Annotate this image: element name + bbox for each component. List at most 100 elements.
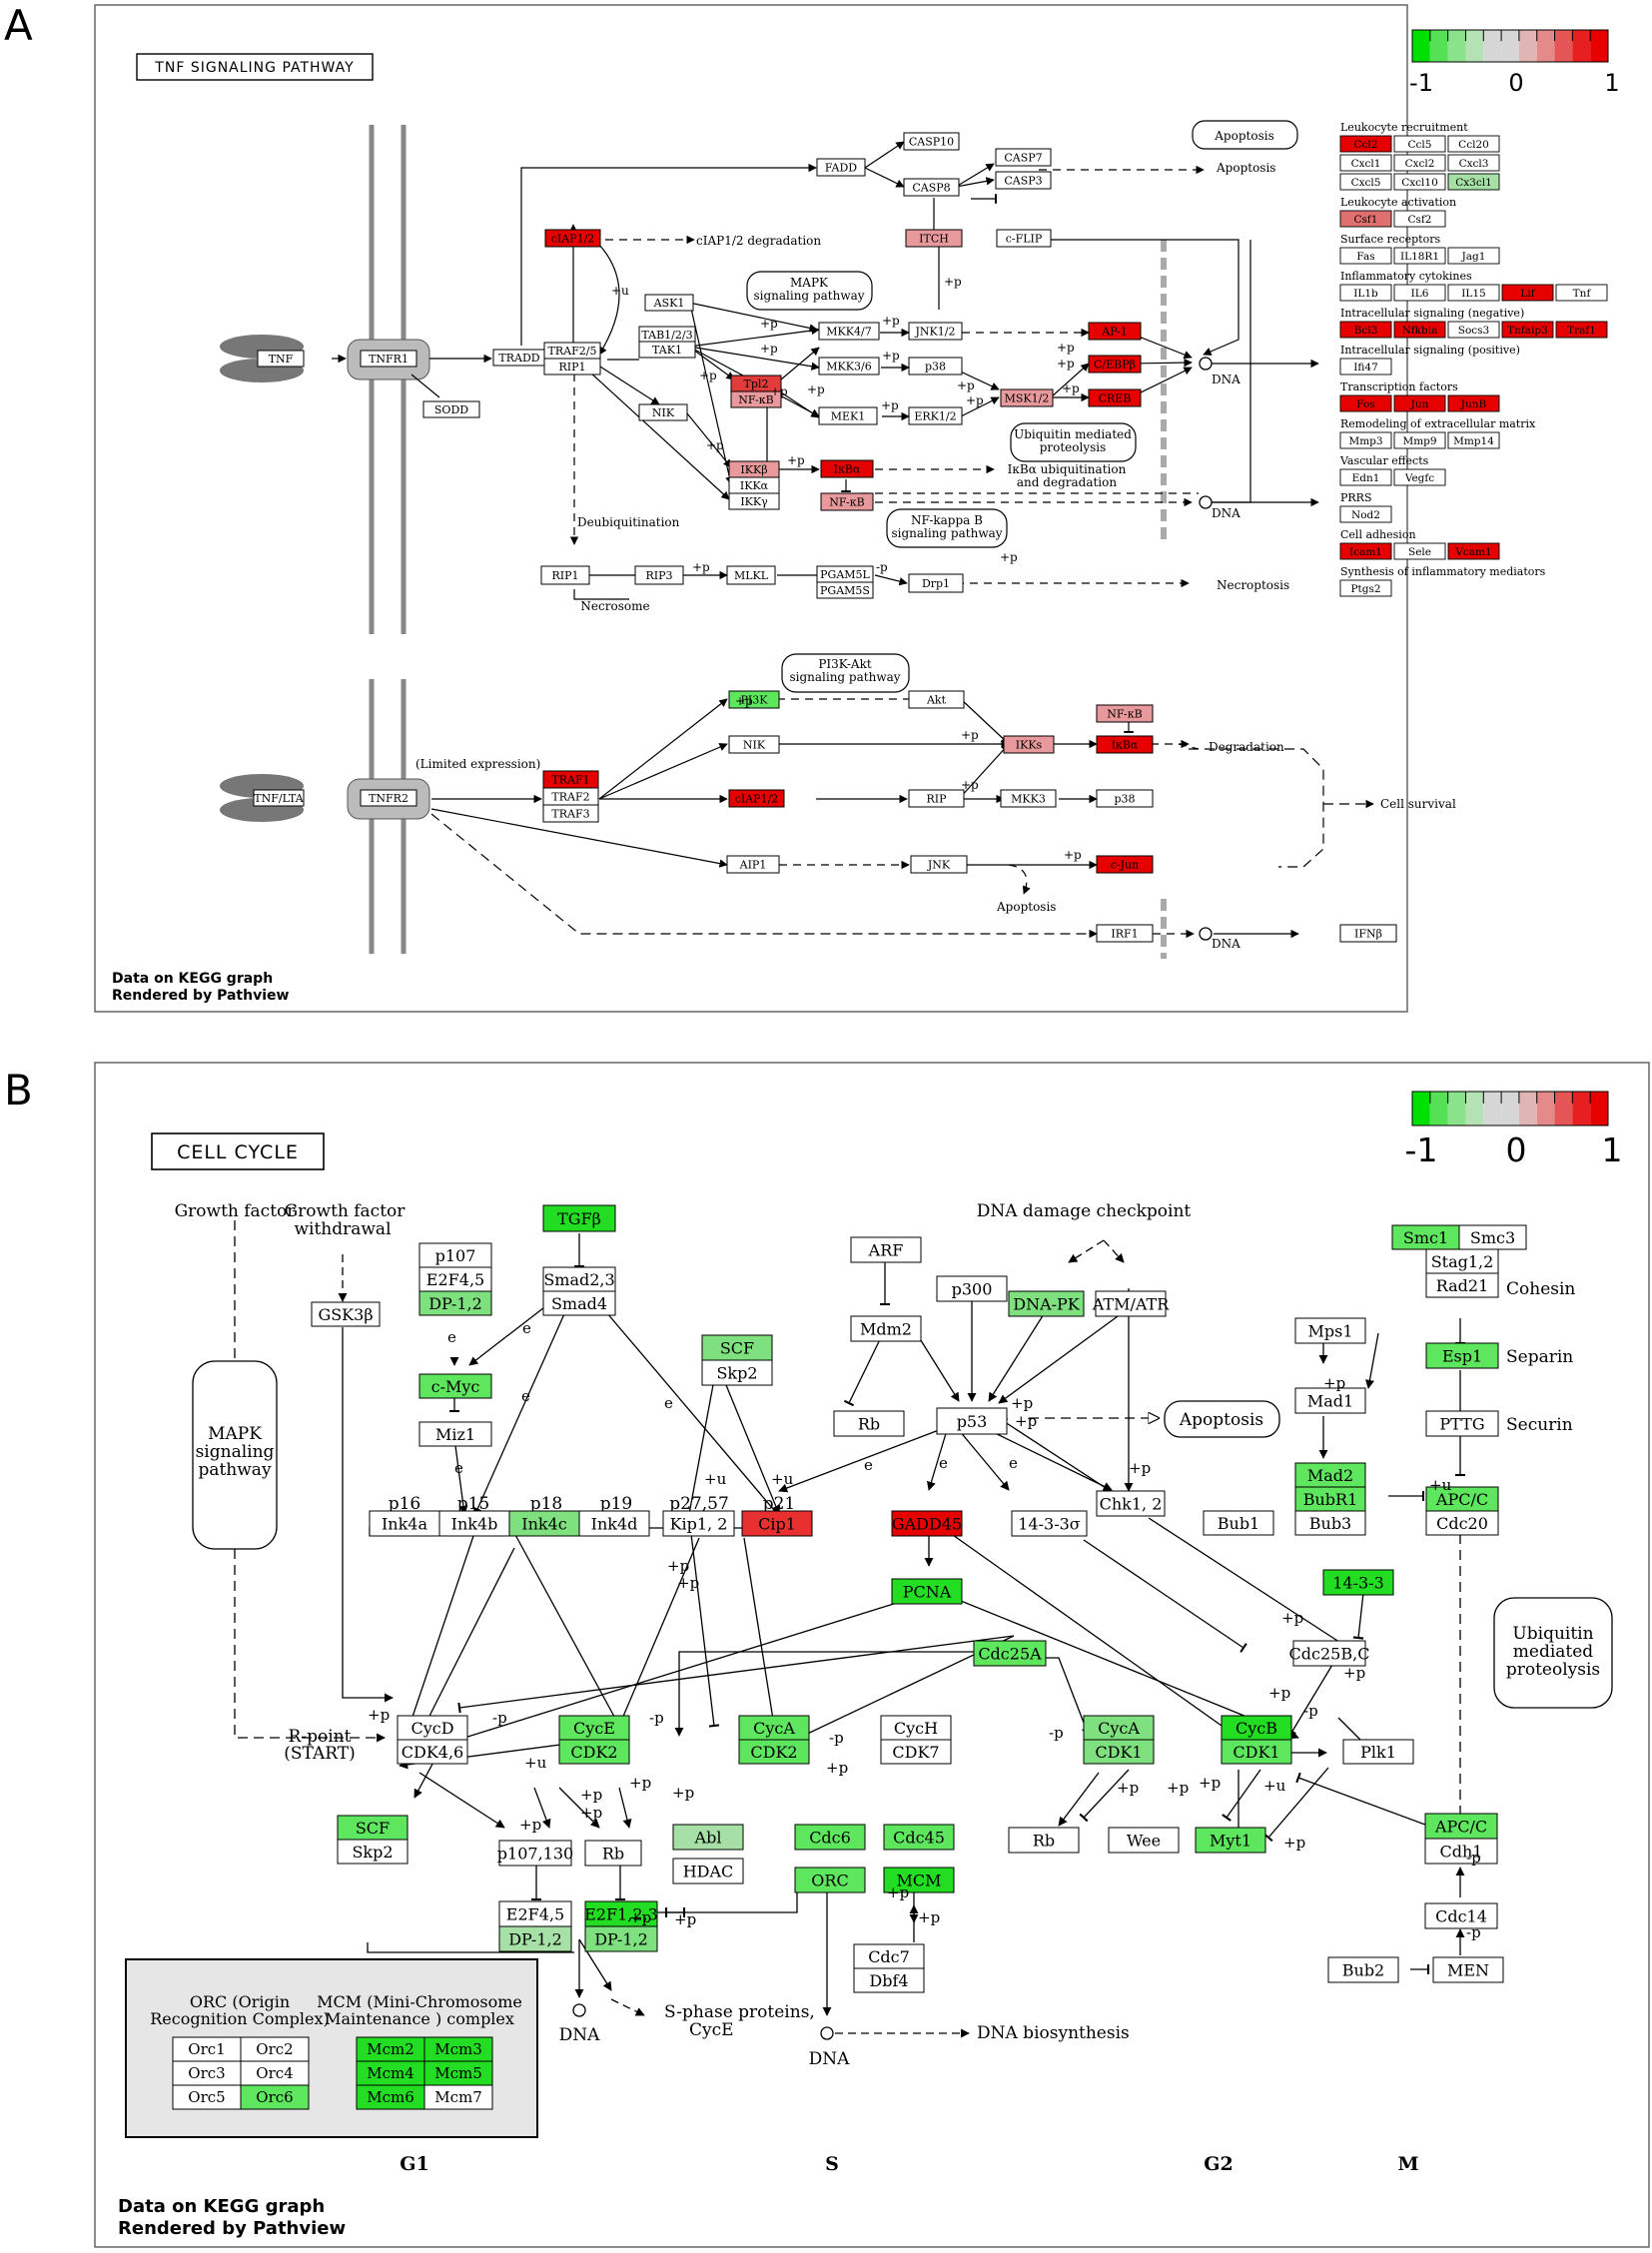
legend-cell-label: Mcm4 [367, 2064, 414, 2082]
side-list-heading: Intracellular signaling (negative) [1340, 307, 1524, 320]
svg-text:Ubiquitin mediated: Ubiquitin mediated [1014, 427, 1132, 441]
panel-b-labels: Growth factor Growth factor withdrawal D… [175, 1201, 1601, 2175]
svg-text:+p: +p [1015, 1412, 1037, 1430]
side-list-gene-box [1447, 154, 1500, 172]
svg-text:Growth factor: Growth factor [175, 1201, 297, 1221]
gene-label-cych: CycH [894, 1719, 938, 1738]
gene-box-skp2a [701, 1359, 773, 1386]
svg-text:withdrawal: withdrawal [294, 1219, 391, 1239]
svg-text:+p: +p [966, 393, 984, 407]
side-list-gene-label: Cxcl5 [1351, 177, 1381, 189]
gene-label-p53: p53 [957, 1412, 988, 1431]
legend-cell [356, 2084, 425, 2110]
gene-label-cdk1a: CDK1 [1095, 1743, 1142, 1762]
panel-b-scale-min: -1 [1405, 1130, 1438, 1169]
gene-label-dbf4: Dbf4 [869, 1971, 908, 1990]
gene-label-rip1b: RIP1 [551, 569, 578, 582]
side-list-gene-box [1339, 394, 1392, 412]
scale-swatch [1465, 1092, 1484, 1126]
svg-text:S: S [825, 2153, 839, 2175]
gene-box-ink4d [578, 1510, 650, 1537]
gene-label-nika: NIK [652, 406, 675, 419]
side-list-gene-label: Ccl20 [1458, 139, 1489, 151]
gene-label-ikkg: IKKγ [740, 495, 768, 508]
side-list-gene-label: Jun [1410, 398, 1429, 410]
gene-box-cdc14 [1424, 1902, 1498, 1929]
gene-box-mps1 [1294, 1317, 1366, 1344]
svg-text:DNA: DNA [1212, 937, 1240, 951]
scale-swatch [1465, 30, 1484, 62]
gene-box-jnkb [910, 855, 968, 874]
svg-text:pathway: pathway [198, 1460, 271, 1480]
side-list-heading: Leukocyte recruitment [1340, 121, 1468, 134]
scale-swatch [1483, 1092, 1502, 1126]
gene-box-miz1 [418, 1421, 492, 1447]
side-list-gene-label: Mmp14 [1453, 435, 1494, 447]
gene-label-tnf: TNF [269, 353, 294, 366]
gene-label-smc3: Smc3 [1470, 1228, 1515, 1247]
svg-text:e: e [664, 1394, 673, 1412]
svg-text:mediated: mediated [1513, 1642, 1594, 1662]
svg-text:+p: +p [677, 1574, 699, 1592]
panel-a-dna-nodes [1199, 357, 1213, 941]
gene-box-stag12 [1425, 1248, 1499, 1274]
scale-swatch [1518, 1092, 1537, 1126]
side-list-gene-label: Cxcl1 [1351, 158, 1381, 170]
panel-a-scale-mid: 0 [1508, 69, 1523, 97]
gene-label-erk12: ERK1/2 [914, 409, 956, 422]
legend-cell-label: Mcm6 [367, 2088, 414, 2106]
scale-swatch [1518, 30, 1537, 62]
gene-label-mkk3: MKK3 [1011, 792, 1046, 805]
svg-text:signaling: signaling [196, 1442, 275, 1462]
svg-text:S-phase proteins,: S-phase proteins, [664, 2002, 815, 2022]
svg-text:R-point: R-point [289, 1727, 352, 1747]
svg-text:+u: +u [524, 1754, 547, 1772]
gene-box-dbf4 [853, 1967, 925, 1993]
edge-annotations: +u+p+p +p+p+p +p+p+p +p+p+p +p+p+p +p+p+… [368, 275, 1481, 1941]
svg-text:ORC (Origin: ORC (Origin [190, 1992, 290, 2011]
legend-cell-label: Mcm7 [434, 2088, 482, 2106]
side-list-gene-label: Vcam1 [1454, 546, 1491, 558]
svg-text:+p: +p [770, 384, 788, 398]
svg-text:e: e [522, 1319, 531, 1337]
gene-label-dp12c: DP-1,2 [594, 1929, 648, 1948]
svg-text:-p: -p [1303, 1702, 1318, 1720]
svg-text:+p: +p [1323, 1374, 1345, 1392]
svg-text:p19: p19 [600, 1494, 633, 1514]
gene-label-mdm2: Mdm2 [860, 1319, 912, 1338]
gene-label-casp3: CASP3 [1004, 174, 1042, 187]
gene-label-cyce: CycE [573, 1719, 615, 1738]
gene-label-nfkbb: NF-κB [1107, 707, 1142, 720]
svg-text:signaling pathway: signaling pathway [789, 670, 900, 684]
gene-label-orc: ORC [811, 1871, 848, 1889]
side-list-gene-box [1339, 210, 1392, 228]
gene-box-sodd [422, 400, 480, 418]
gene-box-cflip [996, 229, 1052, 248]
side-list-gene-box [1393, 173, 1446, 191]
svg-text:Growth factor: Growth factor [285, 1201, 407, 1221]
gene-box-ikkg [728, 492, 780, 510]
svg-text:-p: -p [876, 560, 888, 574]
svg-text:+p: +p [961, 728, 979, 742]
scale-swatch [1412, 1092, 1430, 1126]
svg-text:G2: G2 [1204, 2153, 1233, 2175]
gene-box-cdc20 [1425, 1510, 1499, 1536]
gene-label-ciap12a: cIAP1/2 [551, 232, 595, 245]
side-list-gene-box [1339, 135, 1392, 153]
side-list-heading: Intracellular signaling (positive) [1340, 344, 1520, 357]
legend-cell-label: Orc2 [256, 2040, 293, 2058]
side-list-gene-label: Cxcl3 [1459, 158, 1489, 170]
svg-text:+p: +p [957, 378, 975, 392]
gene-label-ripb: RIP [926, 792, 947, 805]
side-list-gene-label: Nod2 [1351, 509, 1380, 521]
svg-text:proteolysis: proteolysis [1040, 440, 1107, 454]
gene-box-ink4a [369, 1510, 440, 1537]
side-list-gene-label: Tnf [1573, 288, 1592, 300]
gene-box-dp12a [418, 1290, 492, 1316]
side-list-gene-label: Ptgs2 [1350, 583, 1380, 595]
gene-label-rip3: RIP3 [645, 569, 672, 582]
svg-text:+p: +p [1062, 381, 1080, 395]
gene-label-mcm: MCM [896, 1871, 941, 1889]
svg-text:+p: +p [1129, 1459, 1151, 1477]
gene-box-cdk7 [880, 1739, 952, 1765]
